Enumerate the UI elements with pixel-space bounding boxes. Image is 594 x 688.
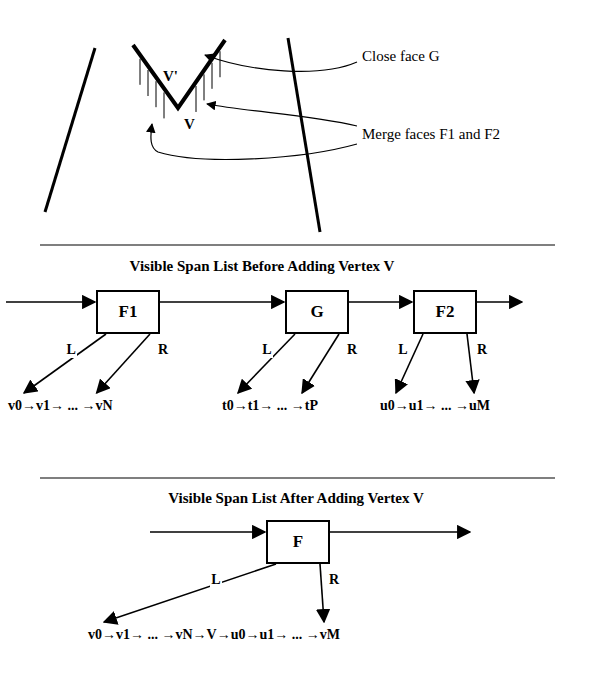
list-node-box: F xyxy=(266,520,330,564)
annotation: Close face G xyxy=(362,48,439,65)
section-heading: Visible Span List After Adding Vertex V xyxy=(168,490,424,507)
list-link-arrow xyxy=(330,531,470,533)
node-label: F xyxy=(293,532,303,552)
pointer-arrow xyxy=(302,334,339,393)
node-label: G xyxy=(310,302,323,322)
list-node-box: F1 xyxy=(96,290,160,334)
list-node-box: G xyxy=(285,290,349,334)
hatch-stroke xyxy=(196,86,197,112)
pointer-arrow xyxy=(467,334,474,393)
leader-line xyxy=(151,124,357,159)
hatch-stroke xyxy=(140,59,141,85)
list-node-box: F2 xyxy=(413,290,477,334)
pointer-arrow xyxy=(97,334,150,393)
node-label: F1 xyxy=(119,302,138,322)
side-label: L xyxy=(261,342,272,358)
side-label: R xyxy=(157,342,169,358)
side-label: L xyxy=(397,342,408,358)
hatch-stroke xyxy=(220,51,221,77)
node-label: F2 xyxy=(436,302,455,322)
hatch-stroke xyxy=(212,63,213,89)
hatch-stroke xyxy=(204,74,205,100)
list-link xyxy=(349,301,412,303)
pointer-arrow xyxy=(104,564,276,622)
pointer-arrow xyxy=(320,564,324,622)
vertex-label: V xyxy=(184,116,195,133)
vertex-list: v0→v1→ ... →vN→V→u0→u1→ ... →vM xyxy=(88,627,340,643)
side-label: R xyxy=(476,342,488,358)
list-link xyxy=(160,301,284,303)
vertex-label: V' xyxy=(163,68,178,85)
side-label: R xyxy=(328,572,340,588)
hatch-stroke xyxy=(148,70,149,96)
pointer-arrow xyxy=(396,334,423,393)
vertex-list: t0→t1→ ... →tP xyxy=(222,398,318,414)
separator xyxy=(40,477,555,478)
hatch-stroke xyxy=(156,81,157,107)
pointer-lines xyxy=(6,302,522,622)
edge-line xyxy=(288,38,320,232)
separator xyxy=(40,244,555,245)
leader-line xyxy=(207,104,357,126)
side-label: R xyxy=(346,342,358,358)
list-link-arrow xyxy=(6,301,95,303)
side-label: L xyxy=(210,572,221,588)
vertex-list: v0→v1→ ... →vN xyxy=(8,398,113,414)
list-link-arrow xyxy=(477,301,522,303)
pointer-arrow xyxy=(24,334,106,393)
v-shape xyxy=(133,40,225,108)
hatch-stroke xyxy=(164,92,165,118)
annotation: Merge faces F1 and F2 xyxy=(362,126,500,143)
side-label: L xyxy=(65,342,76,358)
section-heading: Visible Span List Before Adding Vertex V xyxy=(130,258,395,275)
leader-line xyxy=(205,55,357,71)
pointer-arrow xyxy=(238,334,295,393)
vertex-list: u0→u1→ ... →uM xyxy=(380,398,490,414)
list-link-arrow xyxy=(150,531,265,533)
edge-line xyxy=(45,48,95,212)
